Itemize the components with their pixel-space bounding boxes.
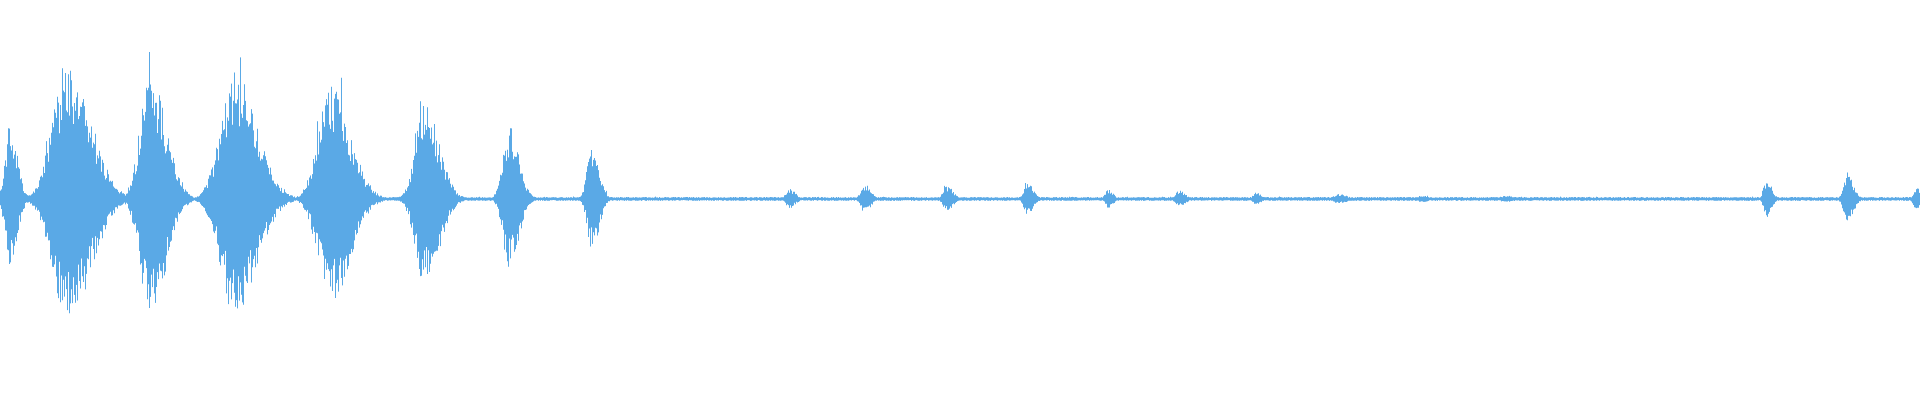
waveform-bars	[0, 52, 1920, 314]
